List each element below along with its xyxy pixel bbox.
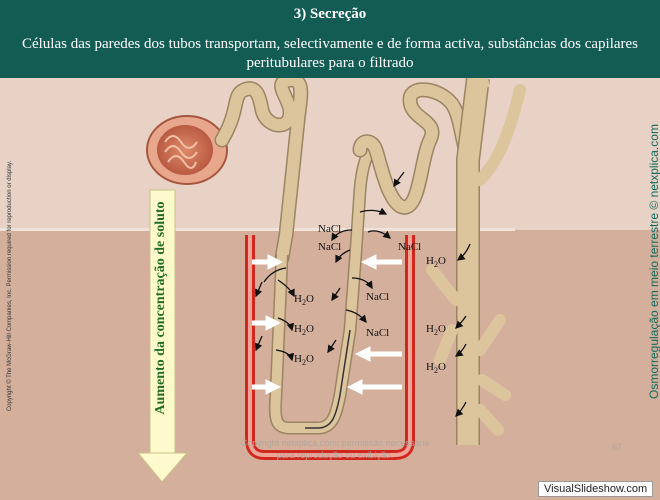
page-number: 67 xyxy=(612,442,623,452)
label-h2o: H2O xyxy=(294,293,314,307)
source-side-text: Osmorregulação em meio terrestre © netxp… xyxy=(647,124,660,399)
slide-header: 3) Secreção Células das paredes dos tubo… xyxy=(0,0,660,78)
watermark[interactable]: VisualSlideshow.com xyxy=(538,481,654,497)
copyright-note: Copyright netxplica.com: permissão neces… xyxy=(240,438,430,460)
cortex-medulla-divider xyxy=(0,228,515,231)
label-h2o: H2O xyxy=(426,323,446,337)
label-h2o: H2O xyxy=(426,361,446,375)
label-nacl: NaCl xyxy=(366,291,389,303)
gradient-label: Aumento da concentração de soluto xyxy=(153,201,168,415)
slide-subtitle: Células das paredes dos tubos transporta… xyxy=(21,36,639,71)
glomerulus xyxy=(146,115,228,185)
diagram-labels: NaCl NaCl NaCl NaCl NaCl H2O H2O H2O H2O… xyxy=(294,223,446,375)
label-nacl: NaCl xyxy=(366,327,389,339)
label-nacl: NaCl xyxy=(398,241,421,253)
slide-title: 3) Secreção xyxy=(293,6,367,22)
label-nacl: NaCl xyxy=(318,223,341,235)
label-h2o: H2O xyxy=(294,353,314,367)
secretion-arrows xyxy=(252,254,402,395)
copyright-side-text: Copyright © The McGraw-Hill Companies, I… xyxy=(7,160,13,412)
transport-arrows xyxy=(254,171,471,417)
label-nacl: NaCl xyxy=(318,241,341,253)
concentration-gradient-arrow xyxy=(136,189,189,483)
label-h2o: H2O xyxy=(294,323,314,337)
collecting-duct-branches xyxy=(426,264,511,436)
label-h2o: H2O xyxy=(426,255,446,269)
